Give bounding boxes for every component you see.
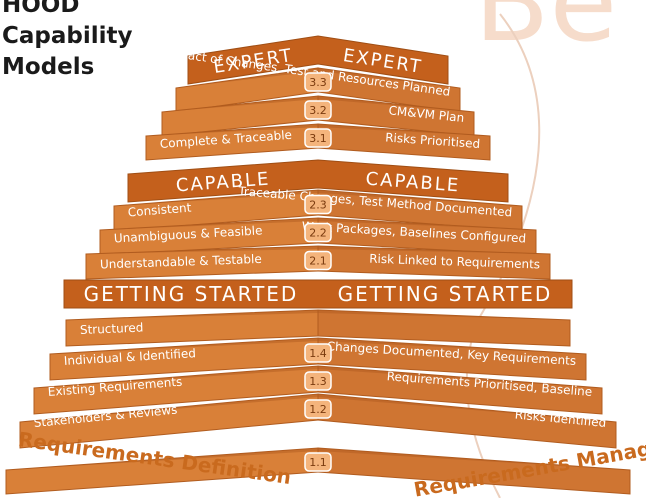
step-number-badge: [304, 371, 332, 391]
step-number-badge: [304, 72, 332, 92]
step-number-badge: [304, 399, 332, 419]
step-number-badge: [304, 222, 332, 243]
step-number-badge: [304, 250, 332, 271]
step-label-left: Consistent: [127, 201, 192, 220]
step-number: 3.3: [309, 76, 327, 89]
level-label-right-getting_started: GETTING STARTED: [338, 282, 553, 306]
step-label-left: Structured: [80, 320, 144, 337]
step-number: 1.1: [309, 456, 327, 469]
level-band-getting_started: [63, 279, 573, 309]
title-line-2: Capability: [2, 23, 133, 49]
step-number-badge: [304, 452, 332, 472]
title-line-1: HOOD: [2, 0, 80, 18]
step-number: 1.2: [309, 403, 327, 416]
level-label-left-getting_started: GETTING STARTED: [84, 282, 299, 306]
step-label-left: Understandable & Testable: [100, 252, 262, 272]
step-number-badge: [304, 343, 332, 363]
step-number: 3.2: [309, 104, 327, 117]
step-top-edge: [66, 310, 570, 320]
step-number: 2.2: [309, 227, 327, 240]
level-band-capable: [127, 159, 509, 203]
step-number: 1.4: [309, 347, 327, 360]
diagram-title: HOOD Capability Models: [2, 0, 133, 83]
step-number: 1.3: [309, 375, 327, 388]
step-number-badge: [304, 194, 332, 215]
step-top-edge: [86, 246, 550, 254]
step-number: 2.1: [309, 255, 327, 268]
step-label-right: Risks Prioritised: [385, 130, 481, 151]
level-band-expert: [187, 35, 449, 85]
step-label-right: Risk Linked to Requirements: [369, 252, 540, 272]
step-top-edge: [146, 124, 490, 136]
title-line-3: Models: [2, 54, 95, 80]
step-right-face: [317, 309, 571, 347]
step-number: 3.1: [309, 132, 327, 145]
step-number: 2.3: [309, 199, 327, 212]
step-number-badge: [304, 100, 332, 120]
watermark-text: Be: [474, 0, 617, 66]
step-number-badge: [304, 128, 332, 148]
step-top-edge: [100, 218, 536, 230]
